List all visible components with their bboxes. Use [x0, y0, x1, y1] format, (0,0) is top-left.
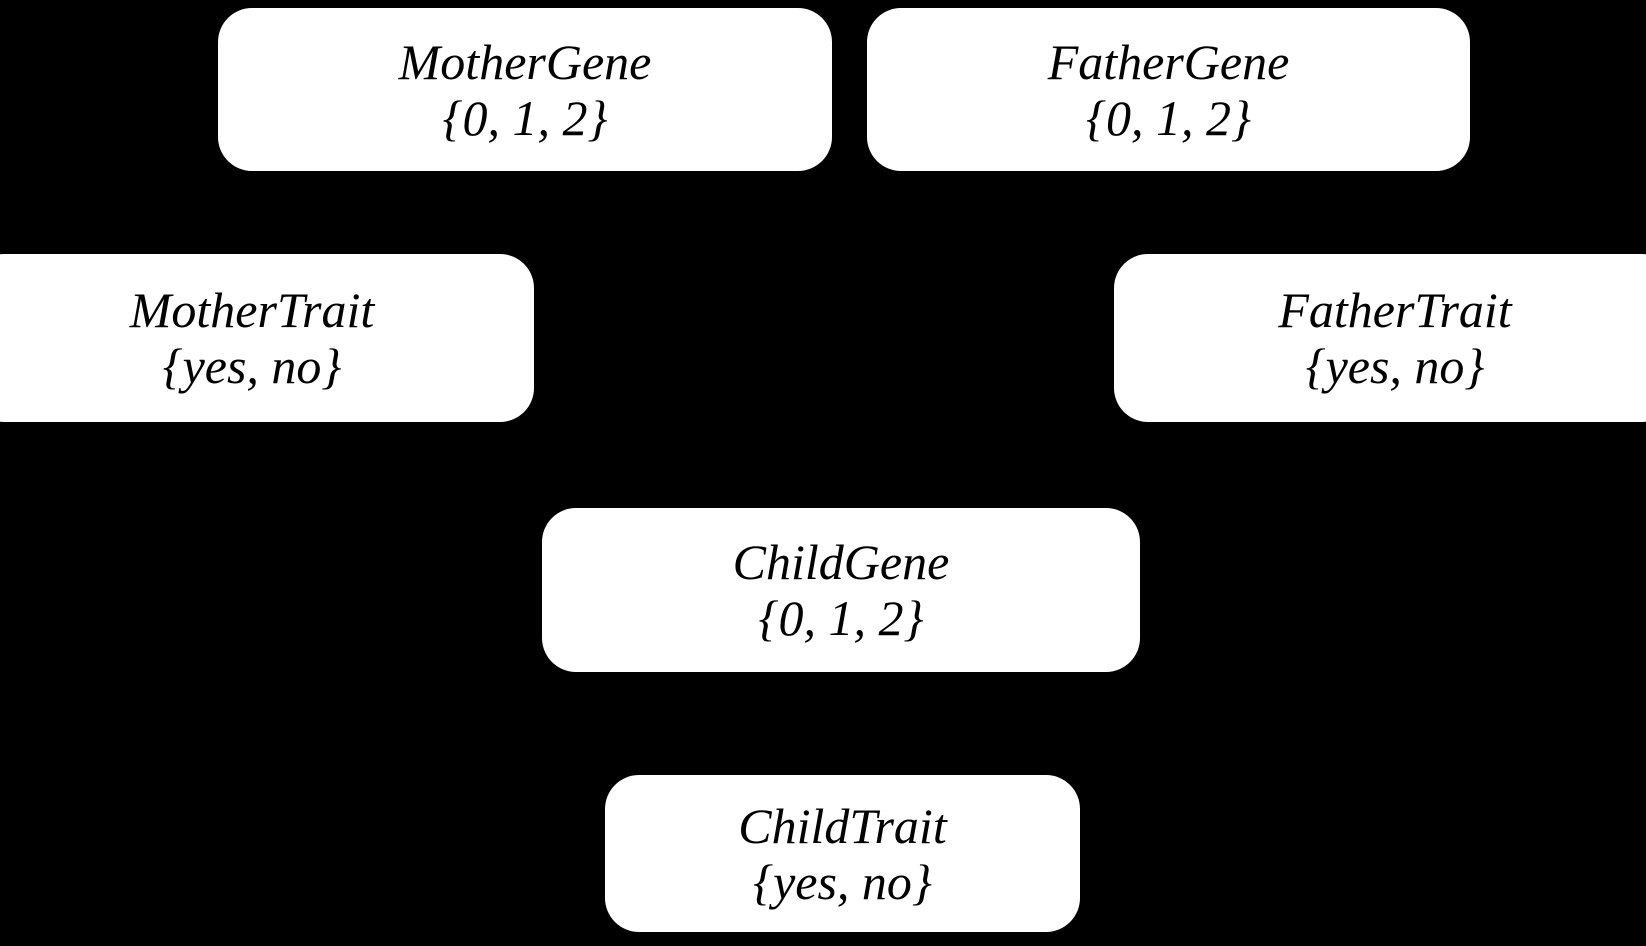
node-mother-gene[interactable]: MotherGene {0, 1, 2} — [218, 8, 832, 171]
node-mother-trait-label: MotherTrait — [129, 282, 375, 338]
node-father-gene-label: FatherGene — [1047, 33, 1290, 90]
node-child-trait[interactable]: ChildTrait {yes, no} — [605, 775, 1080, 932]
node-mother-trait-domain: {yes, no} — [162, 338, 342, 394]
node-child-gene-domain: {0, 1, 2} — [758, 590, 924, 646]
node-mother-gene-domain: {0, 1, 2} — [442, 89, 608, 146]
node-child-trait-label: ChildTrait — [738, 797, 947, 854]
node-father-trait-domain: {yes, no} — [1305, 338, 1485, 394]
node-child-gene-label: ChildGene — [732, 534, 950, 590]
node-father-trait-label: FatherTrait — [1278, 282, 1512, 338]
node-father-trait[interactable]: FatherTrait {yes, no} — [1114, 254, 1646, 422]
node-child-gene[interactable]: ChildGene {0, 1, 2} — [542, 508, 1140, 672]
node-father-gene[interactable]: FatherGene {0, 1, 2} — [867, 8, 1470, 171]
node-child-trait-domain: {yes, no} — [753, 853, 932, 910]
node-father-gene-domain: {0, 1, 2} — [1086, 89, 1251, 146]
node-mother-gene-label: MotherGene — [398, 33, 652, 90]
node-mother-trait[interactable]: MotherTrait {yes, no} — [0, 254, 534, 422]
